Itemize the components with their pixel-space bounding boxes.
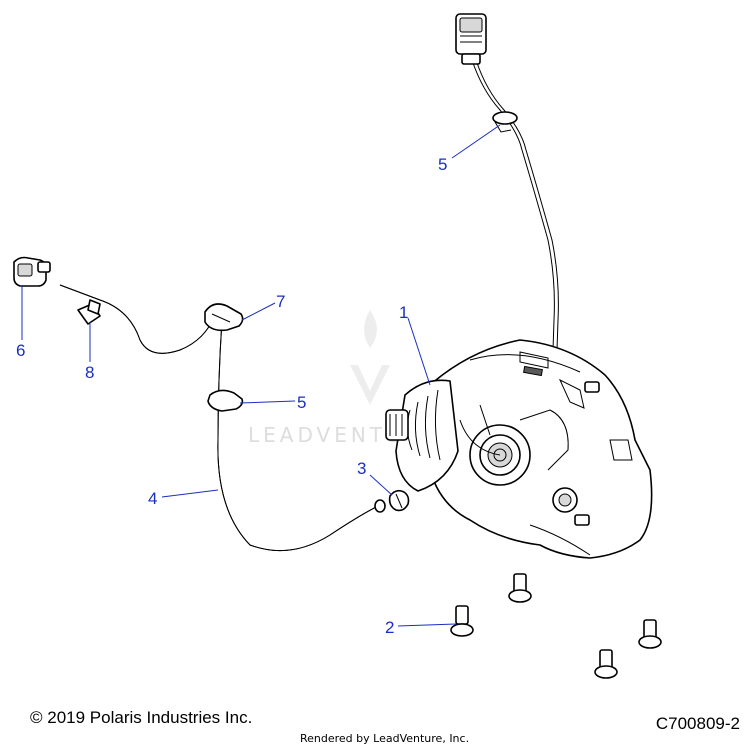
copyright-text: © 2019 Polaris Industries Inc. <box>30 708 253 727</box>
callout-5-lower: 5 <box>297 393 306 412</box>
leader-lines <box>21 124 501 627</box>
callout-6: 6 <box>16 341 25 360</box>
upper-wire-clip <box>492 111 518 133</box>
hose-fitting <box>77 299 101 325</box>
diagram-id: C700809-2 <box>655 714 740 733</box>
callout-7: 7 <box>276 292 285 311</box>
hose-clip-upper <box>204 303 244 332</box>
upper-connector <box>455 13 487 65</box>
callout-2: 2 <box>385 618 394 637</box>
sensor-connector <box>13 256 51 287</box>
callout-1: 1 <box>399 303 408 322</box>
bolt-3 <box>638 619 662 649</box>
bolt-2 <box>450 605 474 637</box>
callout-5-upper: 5 <box>438 155 447 174</box>
bolt-4 <box>594 649 618 679</box>
callout-3: 3 <box>357 459 366 478</box>
gearcase-assembly <box>385 339 653 559</box>
callout-4: 4 <box>148 489 157 508</box>
callout-8: 8 <box>85 363 94 382</box>
hose-clamp <box>388 489 410 512</box>
rendered-by-text: Rendered by LeadVenture, Inc. <box>300 732 470 745</box>
bolt-1 <box>508 573 532 603</box>
upper-sensor-harness <box>455 13 559 381</box>
hose-clip-lower <box>207 389 244 412</box>
